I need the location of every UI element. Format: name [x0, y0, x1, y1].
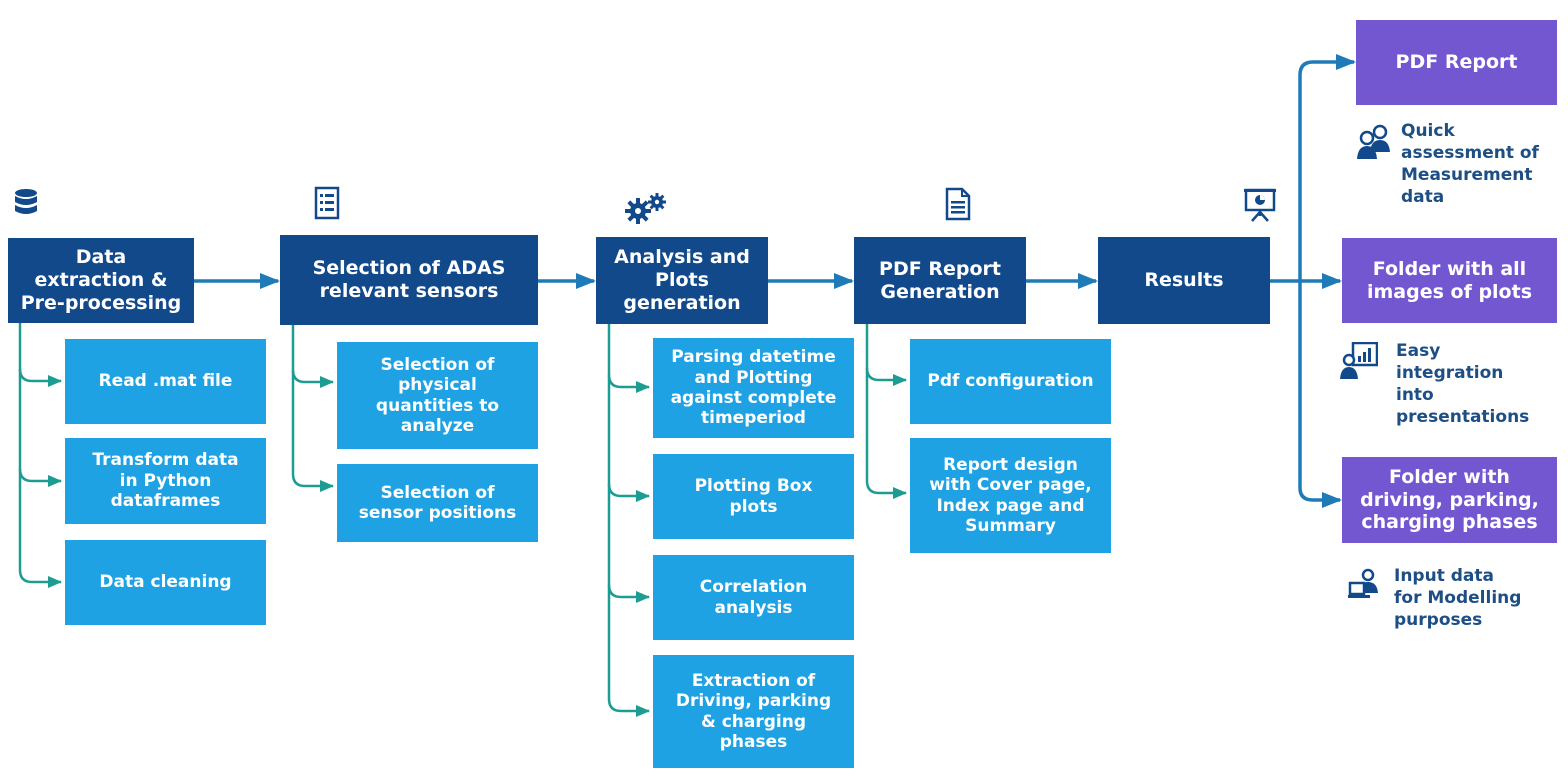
substep-parsing-datetime: Parsing datetime and Plotting against co…	[653, 338, 854, 438]
stage-data-extraction: Data extraction & Pre-processing	[8, 238, 194, 323]
substep-pdf-configuration: Pdf configuration	[910, 339, 1111, 424]
branch-analysis-branch-0	[607, 374, 650, 393]
checklist-icon	[314, 186, 340, 224]
stage-pdf-generation: PDF Report Generation	[854, 237, 1026, 324]
branch-analysis-branch-1	[607, 483, 650, 502]
output-phases-folder: Folder with driving, parking, charging p…	[1342, 457, 1557, 543]
branch-data-extraction-branch-0	[18, 368, 62, 387]
flow-arrow-results-phases	[1298, 281, 1342, 508]
user-laptop-icon	[1348, 567, 1382, 605]
stage-analysis: Analysis and Plots generation	[596, 237, 768, 324]
users-icon	[1355, 122, 1393, 164]
database-icon	[14, 188, 38, 224]
branch-data-extraction-branch-1	[18, 468, 62, 487]
presenter-chart-icon	[1340, 341, 1379, 384]
substep-physical-quantities: Selection of physical quantities to anal…	[337, 342, 538, 449]
branch-analysis-branch-2	[607, 584, 650, 603]
note-text-input-data: Input data for Modelling purposes	[1394, 566, 1522, 631]
note-pdf-report: Quick assessment of Measurement data	[1355, 120, 1539, 208]
flow-arrow-results-pdf	[1298, 54, 1356, 281]
branch-analysis-branch-3	[607, 698, 650, 717]
gears-icon	[624, 192, 668, 228]
note-text-quick-assessment: Quick assessment of Measurement data	[1401, 121, 1539, 208]
branch-selection-branch-0	[291, 369, 334, 388]
substep-report-design: Report design with Cover page, Index pag…	[910, 438, 1111, 553]
note-text-easy-integration: Easy integration into presentations	[1396, 341, 1530, 428]
note-plots-folder: Easy integration into presentations	[1340, 340, 1529, 428]
branch-selection-branch-1	[291, 473, 334, 492]
note-phases-folder: Input data for Modelling purposes	[1348, 565, 1521, 631]
substep-box-plots: Plotting Box plots	[653, 454, 854, 539]
branch-pdf-generation-branch-1	[865, 480, 907, 499]
substep-transform-data: Transform data in Python dataframes	[65, 438, 266, 524]
stage-results: Results	[1098, 237, 1270, 324]
substep-correlation: Correlation analysis	[653, 555, 854, 640]
stage-selection: Selection of ADAS relevant sensors	[280, 235, 538, 325]
substep-sensor-positions: Selection of sensor positions	[337, 464, 538, 542]
output-pdf-report: PDF Report	[1356, 20, 1557, 105]
substep-data-cleaning: Data cleaning	[65, 540, 266, 625]
branch-pdf-generation-branch-0	[865, 367, 907, 386]
substep-extraction-phases: Extraction of Driving, parking & chargin…	[653, 655, 854, 768]
substep-read-mat: Read .mat file	[65, 339, 266, 424]
branch-data-extraction-branch-2	[18, 569, 62, 588]
presentation-icon	[1244, 188, 1276, 226]
output-plots-folder: Folder with all images of plots	[1342, 238, 1557, 323]
document-icon	[945, 187, 971, 225]
